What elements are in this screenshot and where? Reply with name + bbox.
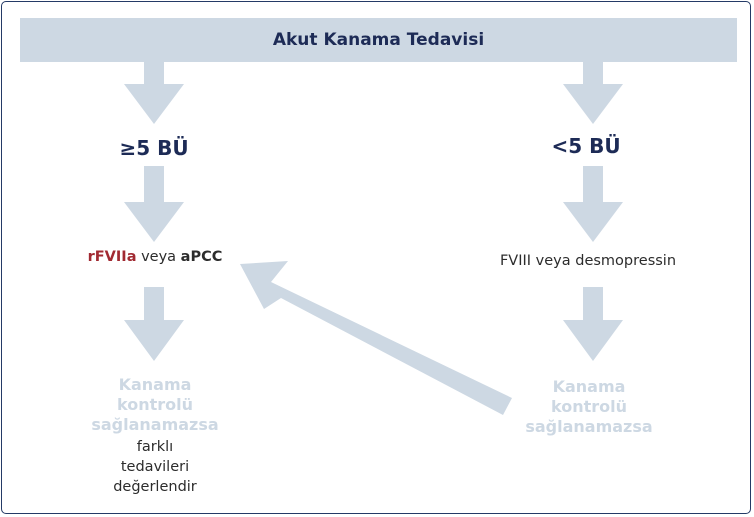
next-step-line: tedavileri (120, 459, 190, 475)
uncontrolled-right: Kanama kontrolü sağlanamazsa (494, 377, 684, 437)
next-step-note: farklı tedavileri değerlendir (60, 437, 250, 497)
uncontrolled-right-line: sağlanamazsa (525, 417, 653, 436)
uncontrolled-left: Kanama kontrolü sağlanamazsa (60, 375, 250, 435)
level-high: ≥5 BÜ (119, 136, 189, 160)
apcc-label: aPCC (180, 249, 223, 265)
level-low: <5 BÜ (551, 134, 621, 158)
arrow-down-left-3 (124, 287, 184, 361)
uncontrolled-right-line: kontrolü (551, 397, 627, 416)
uncontrolled-right-line: Kanama (552, 377, 626, 396)
arrow-diagonal-back (240, 261, 512, 415)
arrow-down-right-2 (563, 166, 623, 242)
title-bar: Akut Kanama Tedavisi (20, 18, 737, 62)
next-step-line: farklı (136, 439, 174, 455)
uncontrolled-left-line: sağlanamazsa (91, 415, 219, 434)
arrow-down-left-1 (124, 62, 184, 124)
rfviia-label: rFVIIa (87, 249, 137, 265)
uncontrolled-left-line: kontrolü (117, 395, 193, 414)
arrow-down-left-2 (124, 166, 184, 242)
arrow-down-right-1 (563, 62, 623, 124)
uncontrolled-left-line: Kanama (118, 375, 192, 394)
next-step-line: değerlendir (113, 479, 197, 495)
or-label: veya (136, 249, 181, 265)
treatment-left: rFVIIa veya aPCC (60, 249, 250, 265)
diagram-title: Akut Kanama Tedavisi (272, 30, 485, 50)
treatment-right: FVIII veya desmopressin (499, 253, 677, 269)
arrow-down-right-3 (563, 287, 623, 361)
